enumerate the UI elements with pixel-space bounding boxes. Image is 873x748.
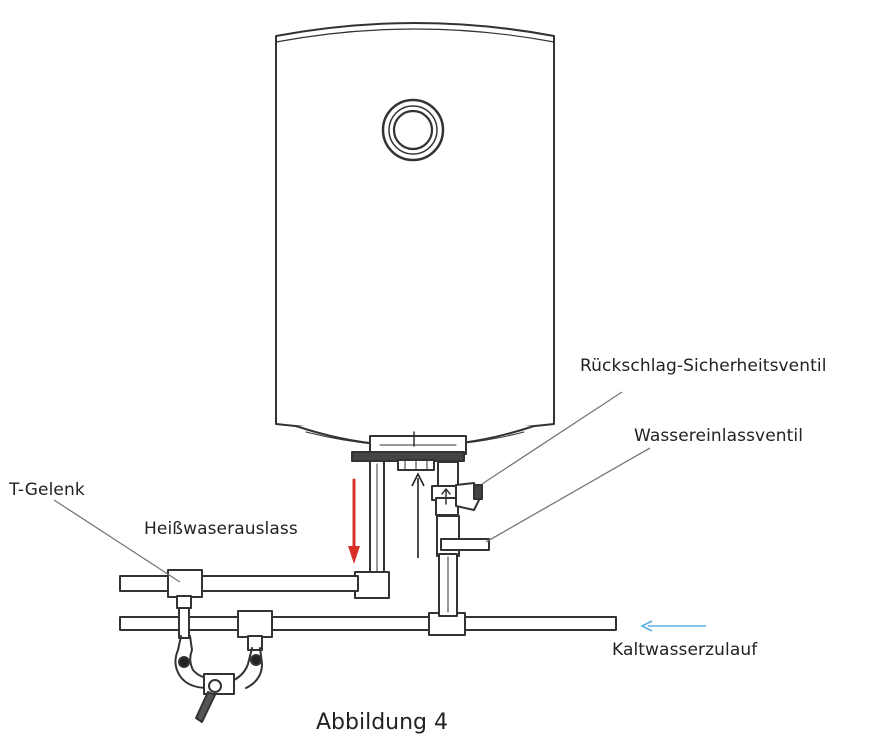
inflow-arrow-icon: [411, 472, 425, 558]
check-valve-arrow-icon: [441, 488, 451, 505]
hot-outlet-label: Heißwaserauslass: [144, 519, 298, 539]
inlet-valve-label: Wassereinlassventil: [634, 426, 804, 446]
inlet-valve-assembly: [431, 461, 490, 617]
check-valve-leader: [481, 391, 623, 485]
cold-water-arrow-icon: [640, 620, 706, 632]
boiler-tank: [275, 22, 555, 447]
tank-top-rim: [275, 28, 555, 43]
check-valve-label: Rückschlag-Sicherheitsventil: [580, 356, 827, 376]
t-joint-label: T-Gelenk: [9, 480, 85, 500]
figure-caption: Abbildung 4: [316, 710, 449, 735]
bottom-fittings: [351, 431, 467, 471]
cold-water-pipe: [119, 612, 617, 636]
drain-assembly: [174, 607, 273, 723]
thermometer-dial: [381, 98, 445, 162]
hot-water-arrow-icon: [348, 478, 360, 564]
drain-handle: [195, 691, 216, 723]
t-joint-leader: [53, 499, 181, 583]
cold-inlet-label: Kaltwasserzulauf: [612, 640, 758, 660]
tank-body: [275, 22, 555, 433]
inlet-valve-leader: [485, 447, 651, 543]
t-joint: [167, 569, 203, 609]
